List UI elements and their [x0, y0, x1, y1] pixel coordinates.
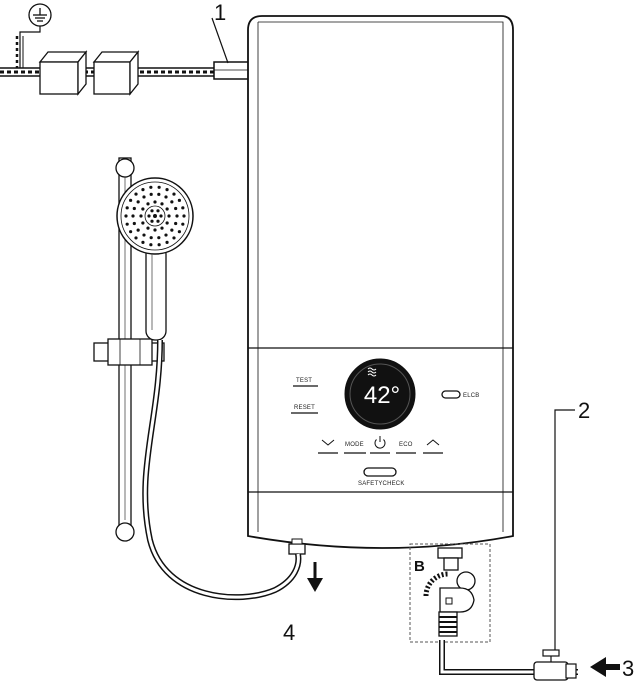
reset-button-label: RESET	[294, 405, 315, 411]
outlet-fitting	[288, 538, 306, 555]
nozzle-dot	[170, 200, 174, 204]
nozzle-dot	[157, 243, 161, 247]
power-icon[interactable]	[374, 436, 386, 449]
nozzle-dot	[157, 236, 161, 240]
nozzle-dot	[132, 206, 136, 211]
nozzle-dot	[160, 202, 164, 206]
shower-head	[116, 177, 194, 341]
elcb-label: ELCB	[463, 393, 479, 399]
nozzle-dot	[156, 219, 160, 223]
nozzle-dot	[150, 219, 154, 223]
chevron-down-icon[interactable]	[321, 439, 335, 446]
nozzle-dot	[174, 221, 178, 226]
nozzle-dot	[141, 221, 145, 225]
nozzle-dot	[134, 236, 138, 240]
callout-leader	[554, 409, 575, 650]
nozzle-dot	[172, 236, 176, 240]
stop-valve	[533, 649, 577, 681]
nozzle-dot	[124, 214, 128, 218]
nozzle-dot	[153, 214, 157, 218]
nozzle-dot	[177, 230, 181, 234]
temperature-display	[344, 358, 416, 430]
detail-b-box	[409, 543, 491, 643]
nozzle-dot	[132, 221, 136, 226]
nozzle-dot	[142, 233, 146, 237]
callout-4: 4	[283, 620, 295, 645]
nozzle-dot	[159, 214, 163, 218]
nozzle-dot	[160, 226, 164, 230]
nozzle-dot	[125, 222, 129, 226]
nozzle-dot	[149, 236, 153, 240]
nozzle-dot	[149, 243, 153, 247]
nozzle-dot	[164, 195, 168, 199]
nozzle-dot	[146, 202, 150, 206]
display-temperature: 42°	[364, 382, 400, 409]
elcb-indicator	[441, 390, 461, 399]
detail-b-label: B	[414, 558, 425, 575]
nozzle-dot	[136, 200, 140, 204]
nozzle-dot	[142, 195, 146, 199]
callout-leader	[211, 17, 229, 64]
nozzle-dot	[146, 226, 150, 230]
nozzle-dot	[181, 222, 185, 226]
chevron-up-icon[interactable]	[426, 439, 440, 446]
nozzle-dot	[153, 228, 157, 232]
eco-label: ECO	[399, 442, 413, 448]
nozzle-dot	[141, 207, 145, 211]
nozzle-dot	[125, 206, 129, 210]
nozzle-dot	[165, 188, 169, 192]
nozzle-dot	[141, 240, 145, 244]
nozzle-dot	[157, 192, 161, 196]
nozzle-dot	[164, 233, 168, 237]
nozzle-dot	[141, 188, 145, 192]
nozzle-dot	[136, 228, 140, 232]
nozzle-dot	[134, 192, 138, 196]
nozzle-dot	[131, 214, 135, 218]
nozzle-dot	[129, 230, 133, 234]
water-heater-unit	[247, 15, 514, 549]
nozzle-dot	[165, 207, 169, 211]
nozzle-dot	[156, 209, 160, 213]
test-button-label: TEST	[296, 378, 312, 384]
nozzle-dot	[167, 214, 171, 218]
nozzle-dot	[172, 192, 176, 196]
arrow-down-icon	[307, 562, 323, 592]
nozzle-dot	[149, 192, 153, 196]
isolator-switch	[92, 50, 140, 96]
earth-ground-icon	[15, 3, 52, 68]
inlet-valve	[423, 547, 476, 637]
nozzle-dot	[150, 209, 154, 213]
callout-3: 3	[622, 656, 634, 681]
flow-indicator-icon	[367, 367, 377, 377]
nozzle-dot	[153, 200, 157, 204]
shower-rail	[93, 157, 165, 542]
nozzle-dot	[165, 221, 169, 225]
nozzle-dot	[149, 185, 153, 189]
inlet-pipe	[439, 640, 578, 675]
mode-label: MODE	[345, 442, 364, 448]
arrow-left-icon	[590, 657, 620, 677]
nozzle-dot	[165, 240, 169, 244]
nozzle-dot	[147, 214, 151, 218]
isolator-switch	[38, 50, 88, 96]
callout-2: 2	[578, 398, 590, 423]
control-panel: TEST RESET 42° ELCB MODE ECO	[291, 358, 479, 487]
safetycheck-label: SAFETYCHECK	[358, 481, 405, 487]
nozzle-dot	[177, 198, 181, 202]
nozzle-dot	[182, 214, 186, 218]
nozzle-dot	[170, 228, 174, 232]
nozzle-dot	[129, 198, 133, 202]
nozzle-dot	[174, 206, 178, 211]
nozzle-dot	[175, 214, 179, 218]
nozzle-dot	[139, 214, 143, 218]
nozzle-dot	[181, 206, 185, 210]
callout-1: 1	[214, 0, 226, 25]
safetycheck-button[interactable]	[363, 467, 397, 477]
nozzle-dot	[157, 185, 161, 189]
